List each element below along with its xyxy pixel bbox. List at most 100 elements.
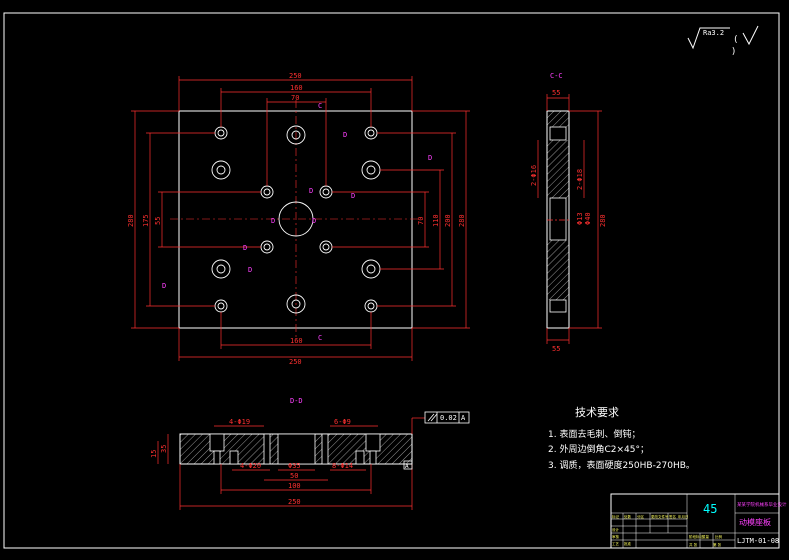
dim-70-right: 70: [417, 217, 425, 225]
hole: [217, 302, 225, 310]
dd-dim-lines: [157, 417, 425, 510]
tb-role-label: 设计: [612, 527, 620, 532]
tb-sheet-label: 第 张: [713, 542, 722, 547]
hole: [260, 185, 274, 199]
dim-160-bottom: 160: [290, 337, 303, 345]
tb-stage-label: 阶段标记: [689, 534, 703, 539]
cc-hatch-lower: [547, 240, 569, 300]
dim-70-top: 70: [291, 94, 299, 102]
roughness-paren-open: (: [733, 35, 738, 45]
tb-stage-label: 重量: [702, 534, 710, 539]
note-item: 1. 表面去毛刺、倒钝；: [548, 428, 640, 440]
dd-counterbore-a: 4-Φ20: [240, 462, 261, 470]
section-c-bottom: C: [318, 334, 322, 342]
tolerance-value: 0.02: [440, 414, 457, 422]
tb-row-label: 分区: [637, 514, 645, 519]
plan-dim-texts: 250 160 70 160 250 280 175 55 70 110 200…: [127, 72, 466, 366]
hole: [291, 130, 301, 140]
dim-280-left: 280: [127, 214, 135, 227]
cc-dim-r3: 280: [599, 214, 607, 227]
hole: [361, 160, 381, 180]
sheet-border: [3, 12, 780, 549]
hole: [211, 160, 231, 180]
roughness-value: Ra3.2: [703, 29, 724, 37]
tb-row-label: 标记: [612, 514, 620, 519]
section-c-top: C: [318, 102, 322, 110]
notes-title: 技术要求: [575, 406, 619, 419]
hole: [322, 243, 330, 251]
tb-part-name: 动模座板: [739, 517, 771, 527]
dd-cutouts: [209, 433, 381, 465]
hole: [367, 302, 375, 310]
hole: [322, 188, 330, 196]
tb-row-label: 更改文件号: [651, 514, 669, 519]
hole: [214, 126, 228, 140]
dd-right-holes: 6-Φ9: [334, 418, 351, 426]
hole: [291, 299, 301, 309]
hole: [217, 129, 225, 137]
tb-role-label: 工艺: [612, 541, 620, 546]
tb-role-label: 批准: [624, 541, 632, 546]
cc-dim-top: 55: [552, 89, 560, 97]
tb-drawing-no: LJTM-01-08: [737, 537, 779, 545]
dim-200-right: 200: [444, 214, 452, 227]
dd-dim-50: 50: [290, 472, 298, 480]
hole: [214, 299, 228, 313]
center-hole: [278, 201, 314, 237]
cc-dim-r1: Φ13: [576, 212, 584, 225]
hole: [263, 188, 271, 196]
section-c-c: C-C 55 55 2-Φ16 2-Φ18 Φ13: [530, 72, 607, 353]
dd-phi-mid: Φ35: [288, 462, 301, 470]
title-block: 45 某某学院机械系毕业设计 动模座板 LJTM-01-08 标记 处数 分区 …: [610, 493, 787, 549]
dd-left-h2: 15: [150, 450, 158, 458]
tb-stage-label: 比例: [715, 534, 723, 539]
hole: [286, 125, 306, 145]
hole: [319, 185, 333, 199]
dim-280-right: 280: [458, 214, 466, 227]
section-cc-title: C-C: [550, 72, 563, 80]
dim-55-left: 55: [154, 217, 162, 225]
tb-row-label: 处数: [624, 514, 632, 519]
section-d-mark: D: [343, 131, 347, 139]
section-d-mark: D: [312, 217, 316, 225]
datum-box: [403, 460, 413, 470]
hole: [364, 126, 378, 140]
plan-view: 250 160 70 160 250 280 175 55 70 110 200…: [127, 72, 470, 366]
hole: [364, 299, 378, 313]
section-dd-title: D-D: [290, 397, 303, 405]
tb-sheet-label: 共 张: [689, 542, 698, 547]
plan-dim-lines: [131, 76, 470, 361]
hole: [286, 294, 306, 314]
section-d-mark: D: [271, 217, 275, 225]
hole: [319, 240, 333, 254]
dim-250-top: 250: [289, 72, 302, 80]
dd-counterbore-b: 8-Φ14: [332, 462, 353, 470]
cc-dim-lines: [537, 94, 602, 344]
hole: [211, 259, 231, 279]
plate-outline: [178, 110, 413, 329]
cc-hatch-upper: [547, 140, 569, 198]
dim-160-top: 160: [290, 84, 303, 92]
roughness-paren-close: ): [731, 47, 736, 57]
section-d-mark: D: [309, 187, 313, 195]
roughness-symbol: [687, 25, 759, 50]
cc-dim-texts: 55 55 2-Φ16 2-Φ18 Φ13 Φ40 280: [530, 89, 607, 353]
cc-dim-bottom: 55: [552, 345, 560, 353]
tolerance-datum: A: [461, 414, 466, 422]
dd-dim-250: 250: [288, 498, 301, 506]
dd-left-h1: 35: [160, 445, 168, 453]
hole: [216, 264, 226, 274]
section-d-d: D-D 0.02 A A 4-Φ19: [150, 397, 470, 510]
datum-label: A: [405, 463, 409, 470]
hole: [361, 259, 381, 279]
section-d-mark: D: [162, 282, 166, 290]
cc-dim-left: 2-Φ16: [530, 165, 538, 186]
note-item: 2. 外周边倒角C2×45°；: [548, 443, 649, 455]
dim-250-bottom: 250: [289, 358, 302, 366]
section-d-mark: D: [428, 154, 432, 162]
section-d-mark: D: [351, 192, 355, 200]
dd-dim-texts: 4-Φ19 6-Φ9 4-Φ20 Φ35 8-Φ14 35 15 50 100 …: [150, 418, 353, 506]
hole: [216, 165, 226, 175]
